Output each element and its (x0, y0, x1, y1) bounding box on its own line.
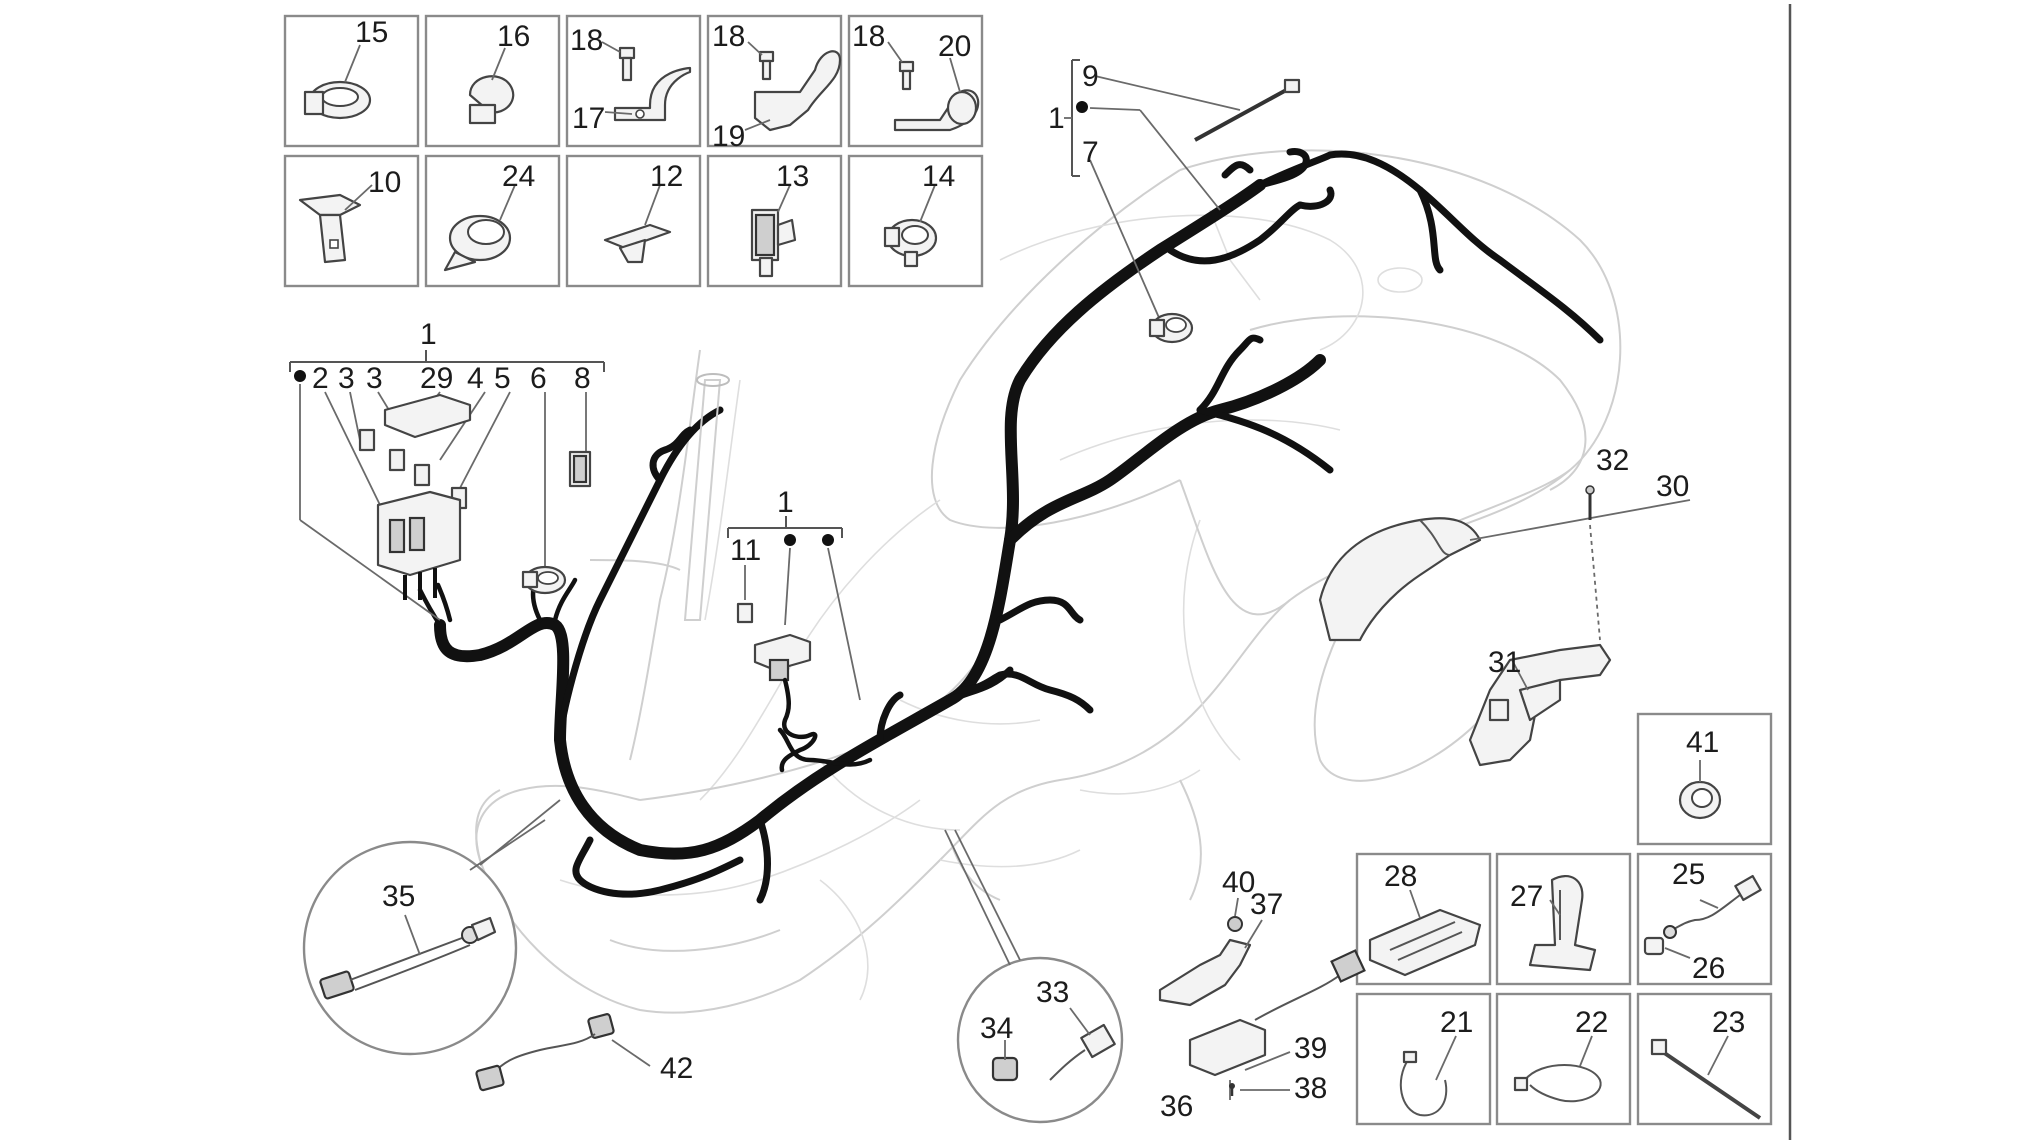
label-3a: 3 (338, 362, 355, 395)
label-18b: 18 (712, 20, 745, 53)
callout-group-9-1-7 (1071, 59, 1301, 344)
label-1-mid: 1 (777, 486, 794, 519)
bullet-dot (784, 534, 796, 546)
part-27-bracket (1528, 874, 1597, 972)
label-38: 38 (1294, 1072, 1327, 1105)
part-22-tie (1513, 1035, 1602, 1103)
part-30-cover (1318, 499, 1691, 642)
label-18c: 18 (852, 20, 885, 53)
part-12-clip (603, 184, 672, 264)
part-14-clamp (883, 184, 938, 268)
label-27: 27 (1510, 880, 1543, 913)
label-19: 19 (712, 120, 745, 153)
label-15: 15 (355, 16, 388, 49)
label-39: 39 (1294, 1032, 1327, 1065)
box-part-21 (1355, 992, 1492, 1126)
part-17-18-bracket (601, 41, 692, 122)
part-31-bracket (1468, 643, 1612, 767)
part-25-26-sensor (1643, 874, 1762, 959)
box-part-23 (1636, 992, 1773, 1126)
steering-column (683, 373, 730, 621)
part-18-20-bracket (887, 41, 980, 132)
bullet-dot (822, 534, 834, 546)
label-7: 7 (1082, 136, 1099, 169)
box-part-41 (1636, 712, 1773, 846)
part-13-clip (750, 184, 797, 278)
part-32-screw (1585, 485, 1601, 641)
box-part-25-26 (1636, 852, 1773, 986)
label-42: 42 (660, 1052, 693, 1085)
part-16-clip (468, 47, 515, 125)
box-part-10 (283, 154, 420, 288)
part-18-19-bracket (744, 41, 842, 132)
part-28-pad (1368, 889, 1482, 977)
label-23: 23 (1712, 1006, 1745, 1039)
label-21: 21 (1440, 1006, 1473, 1039)
inset-part-33-34 (944, 829, 1124, 1124)
label-4: 4 (467, 362, 484, 395)
label-40: 40 (1222, 866, 1255, 899)
label-13: 13 (776, 160, 809, 193)
label-25: 25 (1672, 858, 1705, 891)
label-8: 8 (574, 362, 591, 395)
label-14: 14 (922, 160, 955, 193)
label-20: 20 (938, 30, 971, 63)
box-part-12 (565, 154, 702, 288)
part-23-cable-tie (1650, 1035, 1762, 1120)
label-10: 10 (368, 166, 401, 199)
label-24: 24 (502, 160, 535, 193)
label-16: 16 (497, 20, 530, 53)
label-9: 9 (1082, 60, 1099, 93)
label-11: 11 (730, 534, 761, 567)
part-21-band (1399, 1035, 1457, 1117)
bullet-dot (1076, 101, 1088, 113)
inset-part-35 (302, 799, 561, 1056)
label-35: 35 (382, 880, 415, 913)
label-18a: 18 (570, 24, 603, 57)
part-42-cable (475, 1013, 651, 1092)
label-36: 36 (1160, 1090, 1193, 1123)
main-wiring-harness (417, 148, 1604, 904)
bullet-dot (294, 370, 306, 382)
part-24-strap (443, 184, 516, 272)
label-33: 33 (1036, 976, 1069, 1009)
box-part-22 (1495, 992, 1632, 1126)
label-22: 22 (1575, 1006, 1608, 1039)
label-34: 34 (980, 1012, 1013, 1045)
part-10-bracket (298, 184, 373, 264)
label-5: 5 (494, 362, 511, 395)
label-32: 32 (1596, 444, 1629, 477)
callout-group-mid-1 (727, 516, 861, 773)
label-2: 2 (312, 362, 329, 395)
callout-group-left-1 (289, 350, 605, 621)
label-41: 41 (1686, 726, 1719, 759)
label-28: 28 (1384, 860, 1417, 893)
label-3b: 3 (366, 362, 383, 395)
label-26: 26 (1692, 952, 1725, 985)
label-1-left: 1 (420, 318, 437, 351)
label-6: 6 (530, 362, 547, 395)
part-41-grommet (1678, 760, 1722, 820)
part-15-clamp (303, 44, 372, 120)
label-31: 31 (1488, 646, 1521, 679)
part-36-40-module (1158, 897, 1366, 1100)
label-30: 30 (1656, 470, 1689, 503)
label-17: 17 (572, 102, 605, 135)
label-29: 29 (420, 362, 453, 395)
label-12: 12 (650, 160, 683, 193)
label-1-top: 1 (1048, 102, 1065, 135)
box-part-15 (283, 14, 420, 148)
label-37: 37 (1250, 888, 1283, 921)
box-part-17-18 (565, 14, 702, 148)
